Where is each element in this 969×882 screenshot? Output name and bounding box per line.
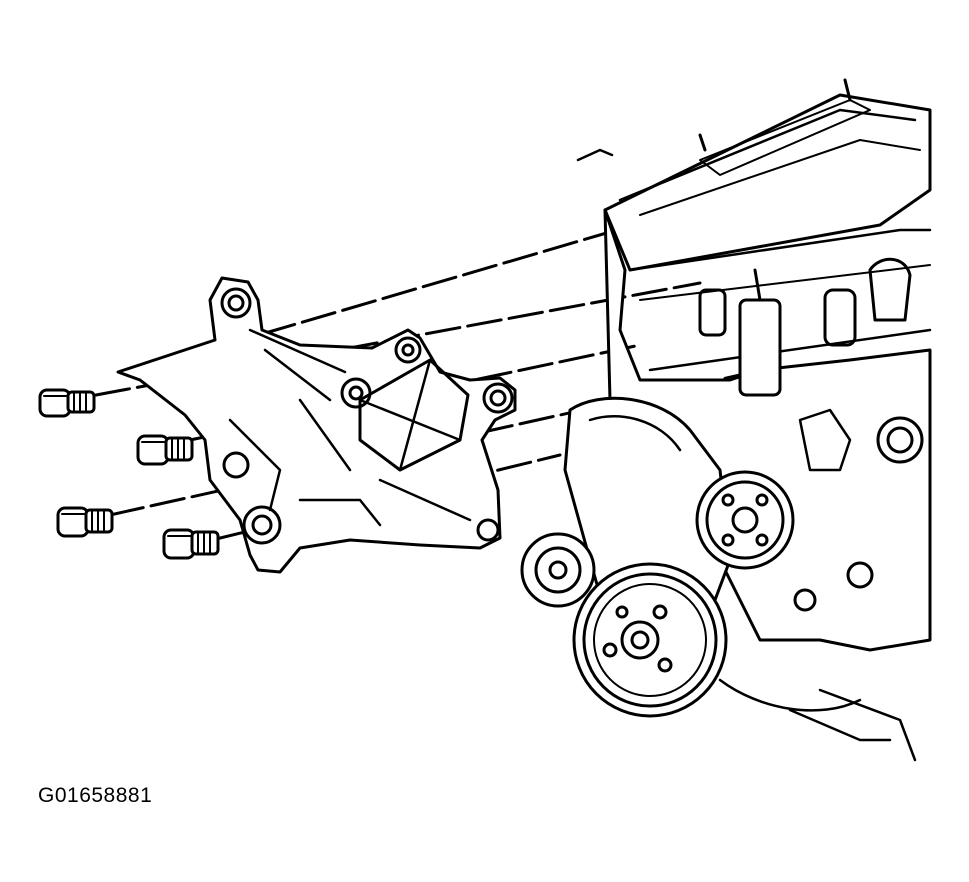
bolt-2	[136, 434, 194, 466]
accessory-bracket	[116, 276, 517, 574]
bolt-4	[162, 528, 220, 560]
engine-block	[520, 78, 932, 762]
figure-code-label: G01658881	[38, 784, 153, 807]
bolt-1	[38, 388, 96, 418]
bolt-3	[56, 506, 114, 538]
alignment-line-top	[260, 230, 612, 336]
